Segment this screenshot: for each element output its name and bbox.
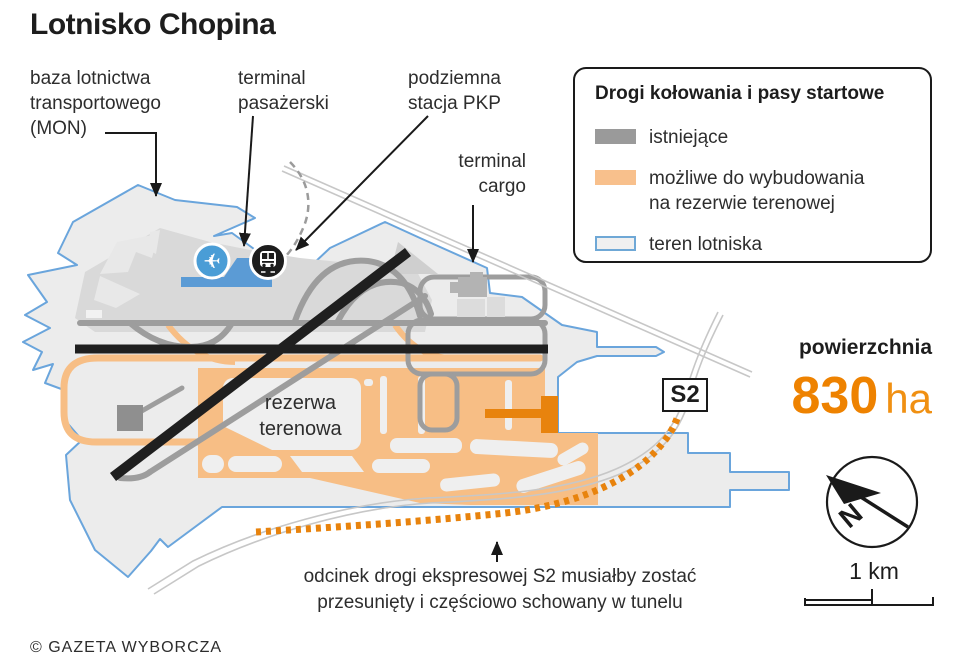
legend-title: Drogi kołowania i pasy startowe <box>595 83 885 104</box>
callout-line: podziemna <box>408 68 501 89</box>
callout-line: terminal <box>458 151 526 172</box>
new-runway-element <box>485 396 558 433</box>
callout-cargo-terminal: terminal cargo <box>418 149 526 199</box>
legend-item-label: istniejące <box>649 127 729 148</box>
area-unit: ha <box>885 375 932 422</box>
legend-item-label: teren lotniska <box>649 234 763 255</box>
possible-taxiway-swatch <box>595 170 636 185</box>
legend-box: Drogi kołowania i pasy startowe istnieją… <box>573 67 932 263</box>
callout-line: cargo <box>478 176 526 197</box>
existing-taxiway-swatch <box>595 129 636 144</box>
train-icon <box>249 242 287 280</box>
mon-arrow <box>105 132 162 197</box>
callout-line: terminal <box>238 68 306 89</box>
scale-bar <box>804 589 934 606</box>
callout-line: pasażerski <box>238 93 329 114</box>
credit-line: © GAZETA WYBORCZA <box>30 639 223 656</box>
callout-line: (MON) <box>30 118 87 139</box>
legend-item-label: możliwe do wybudowania na rezerwie teren… <box>649 168 865 214</box>
callout-passenger-terminal: terminal pasażerski <box>238 66 329 116</box>
plane-icon: ✈ <box>193 242 231 280</box>
callout-line: baza lotnictwa <box>30 68 151 89</box>
s2-relocated-dashed-line <box>255 414 682 536</box>
area-number: 830 <box>791 367 879 425</box>
pkp-arrow <box>295 115 429 251</box>
legend-item-existing: istniejące <box>595 125 912 150</box>
callout-line: transportowego <box>30 93 161 114</box>
s2-tunnel-caption: odcinek drogi ekspresowej S2 musiałby zo… <box>303 566 697 613</box>
legend-item-possible: możliwe do wybudowania na rezerwie teren… <box>595 166 912 216</box>
compass-north-icon: N <box>825 455 919 549</box>
scale-label: 1 km <box>849 558 899 584</box>
s2-road-badge: S2 <box>662 378 708 412</box>
callout-arrows <box>105 115 503 562</box>
callout-line: stacja PKP <box>408 93 501 114</box>
taxiways-possible-reserve <box>60 323 598 505</box>
terminal-arrow <box>238 115 254 247</box>
reserve-area-label: rezerwa terenowa <box>259 392 342 440</box>
page-title: Lotnisko Chopina <box>30 8 276 41</box>
legend-item-airport-area: teren lotniska <box>595 232 912 257</box>
svg-text:✈: ✈ <box>203 250 221 274</box>
callout-underground-pkp-station: podziemna stacja PKP <box>408 66 501 116</box>
area-stat-label: powierzchnia <box>798 336 932 359</box>
pkp-underground-line <box>282 161 310 260</box>
runways <box>75 248 548 481</box>
callout-mon-base: baza lotnictwa transportowego (MON) <box>30 66 161 141</box>
cargo-buildings <box>450 272 505 317</box>
airport-area-swatch <box>595 236 636 251</box>
